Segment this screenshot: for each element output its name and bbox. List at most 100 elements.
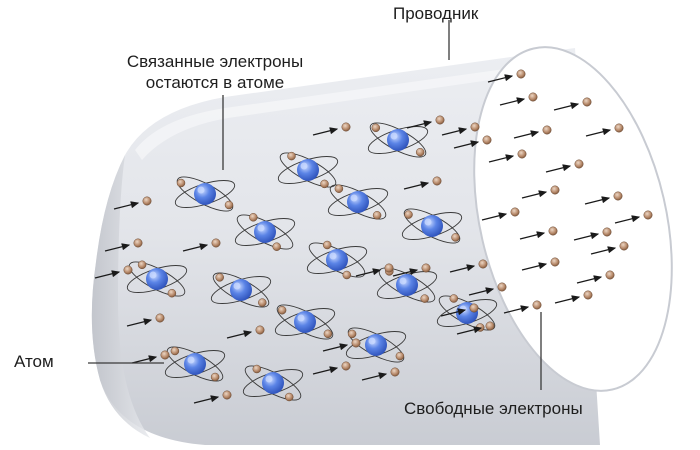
free-electron-icon <box>131 350 170 364</box>
drift-arrow-icon <box>499 97 526 106</box>
drift-arrow-icon <box>503 305 530 314</box>
free-electron-icon <box>441 122 480 136</box>
free-electron-icon <box>406 115 445 129</box>
free-electron-icon <box>545 159 584 173</box>
atom-icon <box>376 267 438 303</box>
atom-icon <box>306 240 368 280</box>
free-electron-icon <box>126 313 165 327</box>
bound-electron-icon <box>224 200 234 210</box>
atom-icon <box>242 364 304 402</box>
free-electron-icon <box>312 361 351 375</box>
bound-electrons-label-line2: остаются в атоме <box>145 73 285 92</box>
drift-arrow-icon <box>519 231 546 240</box>
free-electron-icon <box>488 149 527 163</box>
bound-electron-icon <box>323 329 333 339</box>
free-electron-icon <box>449 259 488 273</box>
bound-electron-icon <box>420 294 429 303</box>
bound-electron-icon <box>287 151 296 161</box>
free-electron-icon <box>554 290 593 304</box>
free-electron-icon <box>113 196 152 210</box>
free-electron-icon <box>193 390 232 404</box>
drift-arrow-icon <box>521 190 548 199</box>
bound-electron-icon <box>249 213 258 222</box>
bound-electron-icon <box>322 240 332 250</box>
bound-electron-icon <box>252 364 262 374</box>
atom-icon <box>367 122 429 158</box>
atom-icon <box>210 272 272 308</box>
drift-arrow-icon <box>403 181 430 190</box>
drift-arrow-icon <box>614 215 641 224</box>
drift-arrow-icon <box>553 102 580 111</box>
drift-arrow-icon <box>468 287 495 296</box>
bound-electron-icon <box>176 178 186 188</box>
free-electron-icon <box>468 282 507 296</box>
drift-arrow-icon <box>513 130 540 139</box>
drift-arrow-icon <box>355 268 382 277</box>
conductor-end-face <box>473 46 673 392</box>
free-electron-icon <box>94 265 133 279</box>
bound-electron-icon <box>449 294 459 303</box>
drift-arrow-icon <box>113 201 140 210</box>
bound-electron-icon <box>415 147 425 157</box>
drift-arrow-icon <box>487 74 514 83</box>
bound-electron-icon <box>215 273 224 282</box>
bound-electron-icon <box>170 346 180 356</box>
free-electrons-label: Свободные электроны <box>404 399 583 418</box>
drift-arrow-icon <box>453 140 480 149</box>
bound-electron-icon <box>137 260 147 270</box>
free-electron-icon <box>573 227 612 241</box>
free-electron-icon <box>590 241 629 255</box>
bound-electrons-label: Связанные электроны остаются в атоме <box>70 51 360 93</box>
free-electron-icon <box>553 97 592 111</box>
bound-electron-icon <box>167 288 177 298</box>
drift-arrow-icon <box>193 395 220 404</box>
bound-electron-icon <box>320 179 329 189</box>
free-electron-icon <box>519 226 558 240</box>
bound-electron-icon <box>277 305 287 315</box>
free-electron-icon <box>392 263 431 277</box>
drift-arrow-icon <box>322 343 349 352</box>
drift-arrow-icon <box>440 308 467 317</box>
bound-electron-icon <box>475 323 485 332</box>
bound-electrons-label-line1: Связанные электроны <box>126 52 304 71</box>
drift-arrow-icon <box>361 372 388 381</box>
bound-electron-icon <box>258 298 267 307</box>
drift-arrow-icon <box>488 154 515 163</box>
free-electron-icon <box>585 123 624 137</box>
drift-arrow-icon <box>481 212 508 221</box>
drift-arrow-icon <box>521 262 548 271</box>
drift-arrow-icon <box>312 366 339 375</box>
drift-arrow-icon <box>182 243 209 252</box>
free-electron-icon <box>576 270 615 284</box>
leader-lines <box>88 20 542 390</box>
bound-electron-icon <box>342 270 352 280</box>
free-electron-icon <box>361 367 400 381</box>
free-electron-icon <box>584 191 623 205</box>
drift-arrow-icon <box>576 275 603 284</box>
free-electron-icon <box>513 125 552 139</box>
atom-icon <box>126 260 188 298</box>
free-electron-icon <box>403 176 442 190</box>
drift-arrow-icon <box>131 355 158 364</box>
drift-arrow-icon <box>573 232 600 241</box>
bound-electron-icon <box>272 242 281 251</box>
atom-label: Атом <box>14 352 54 371</box>
drift-arrow-icon <box>226 330 253 339</box>
free-electron-icon <box>322 338 361 352</box>
free-electron-icon <box>355 263 394 277</box>
bound-electron-icon <box>395 351 405 361</box>
drift-arrow-icon <box>456 326 483 335</box>
bound-electron-icon <box>371 123 381 133</box>
conductor-label: Проводник <box>393 4 479 23</box>
bound-electron-icon <box>372 211 382 220</box>
free-electron-icon <box>521 185 560 199</box>
free-electron-icon <box>614 210 653 224</box>
free-electron-icon <box>312 122 351 136</box>
free-electron-icon <box>456 321 495 335</box>
bound-electron-icon <box>404 210 413 219</box>
drift-arrow-icon <box>104 243 131 252</box>
atom-icon <box>277 151 339 189</box>
free-electron-icon <box>499 92 538 106</box>
bound-electron-icon <box>334 184 344 193</box>
